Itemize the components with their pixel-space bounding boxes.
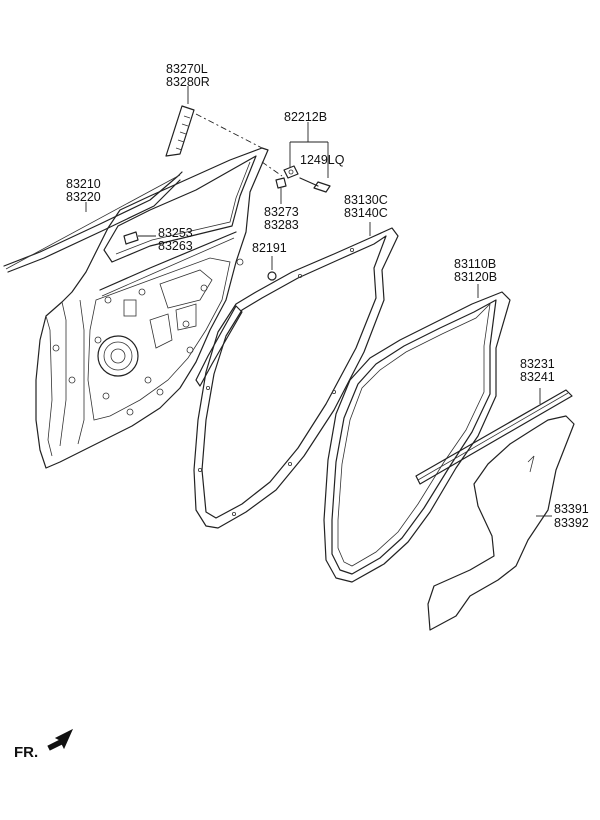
plug-part [236, 256, 277, 281]
callout-garnish-line1: 83270L [166, 62, 208, 76]
door-panel [35, 147, 269, 469]
callout-door-seal-line2: 83140C [344, 206, 388, 220]
fastener-clip-b [275, 177, 287, 204]
callout-fastener-b-line1: 83253 [158, 226, 193, 240]
callout-fastener-b-line2: 83263 [158, 239, 193, 253]
callout-screw: 1249LQ [300, 153, 345, 167]
fastener-clip-a [123, 231, 156, 245]
inner-weatherstrip-part [415, 388, 573, 485]
body-seal-part [323, 284, 511, 583]
outer-weatherstrip-strip [3, 171, 183, 273]
callout-body-seal-line1: 83110B [454, 257, 496, 271]
callout-inner-weatherstrip-line2: 83241 [520, 370, 555, 384]
callout-plug: 82191 [252, 241, 287, 255]
callout-fastener-a-line1: 83273 [264, 205, 299, 219]
clip-group-parts [261, 122, 331, 193]
front-direction-marker: FR. [14, 728, 74, 761]
front-label: FR. [14, 744, 38, 761]
door-seal-part [193, 222, 399, 529]
callout-door-seal-line1: 83130C [344, 193, 388, 207]
callout-fastener-a-line2: 83283 [264, 218, 299, 232]
front-arrow-icon [47, 728, 74, 751]
waterproof-film-part [427, 415, 575, 631]
callout-body-seal-line2: 83120B [454, 270, 497, 284]
callout-garnish-line2: 83280R [166, 75, 210, 89]
callout-outer-weatherstrip-line2: 83220 [66, 190, 101, 204]
garnish-part [165, 105, 195, 157]
callout-outer-weatherstrip-line1: 83210 [66, 177, 101, 191]
callout-inner-weatherstrip-line1: 83231 [520, 357, 555, 371]
callout-waterproof-film-line1: 83391 [554, 502, 589, 516]
callout-waterproof-film-line2: 83392 [554, 516, 589, 530]
callout-clip-group: 82212B [284, 110, 327, 124]
